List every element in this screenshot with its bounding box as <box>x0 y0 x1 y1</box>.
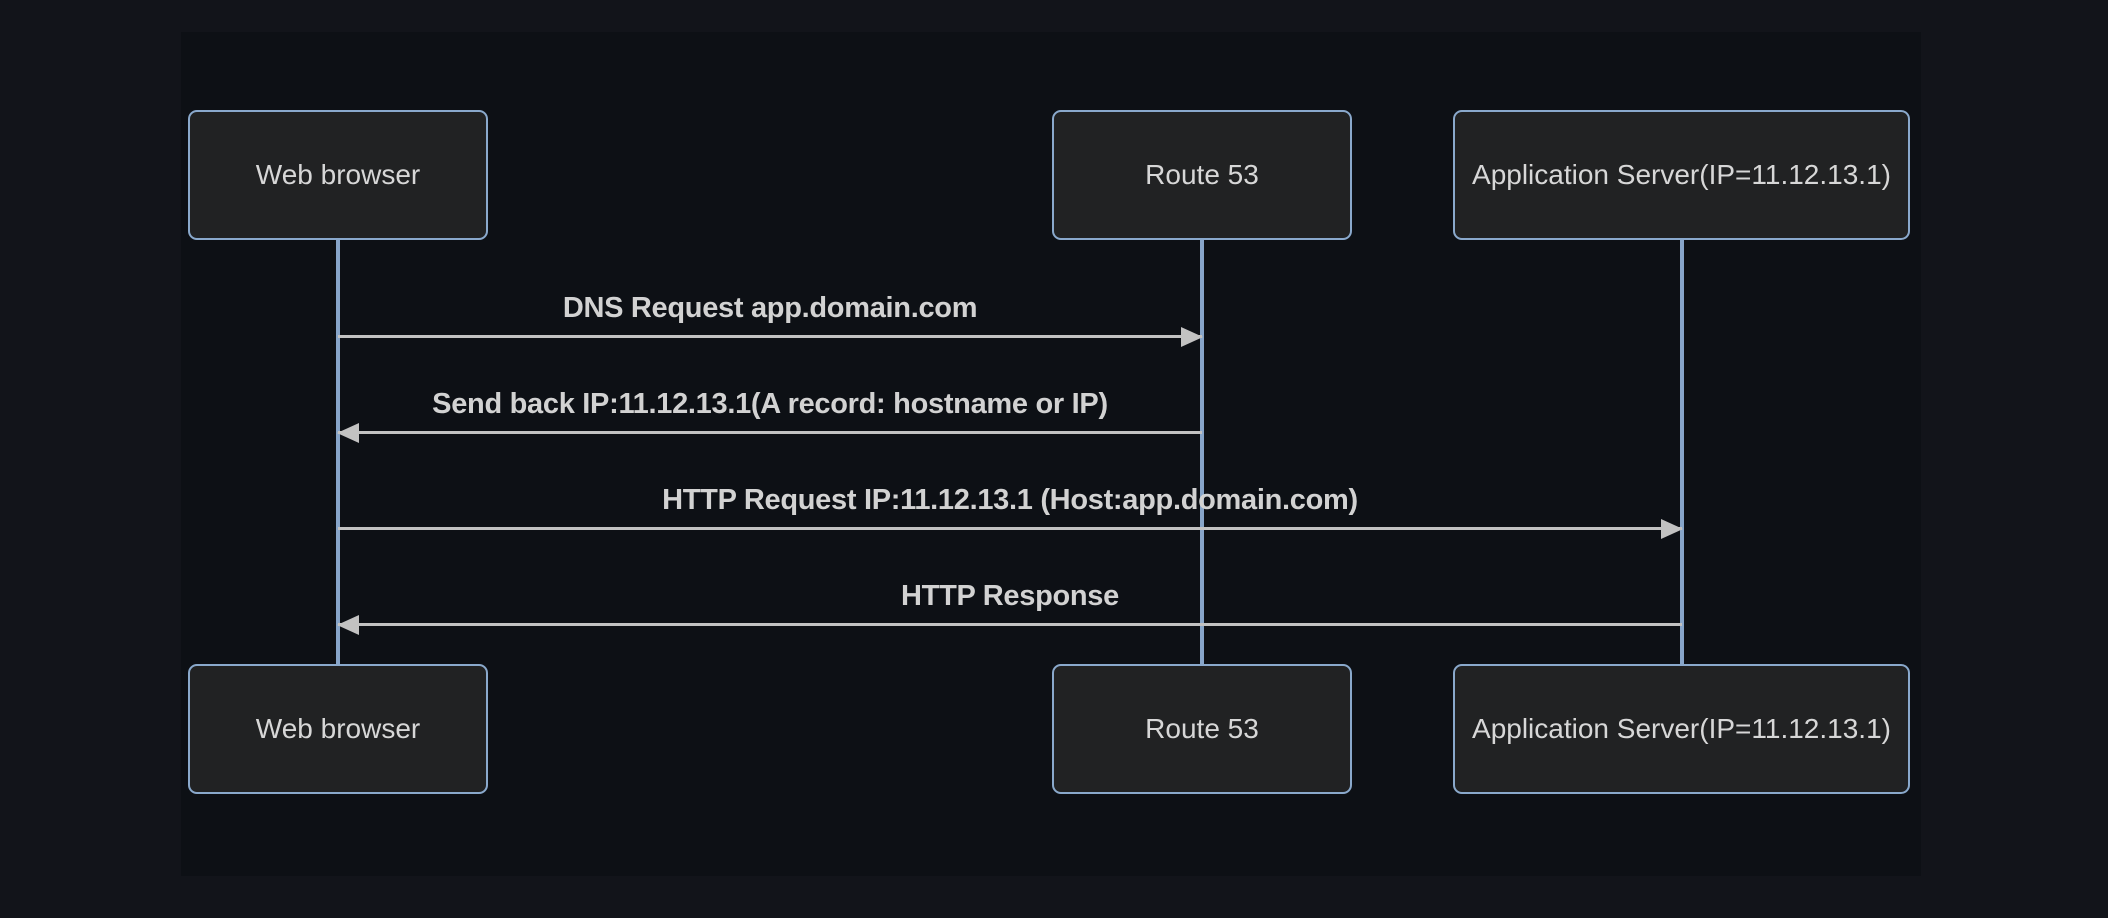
actor-box-web-browser-top: Web browser <box>188 110 488 240</box>
actor-label-route-53-top: Route 53 <box>1145 159 1259 190</box>
arrowhead-right-icon <box>1181 326 1203 347</box>
actor-label-web-browser-bottom: Web browser <box>255 713 421 744</box>
actor-label-application-server-bottom: Application Server(IP=11.12.13.1) <box>1472 713 1891 744</box>
arrowhead-right-icon <box>1661 518 1683 539</box>
message-http-response-label: HTTP Response <box>901 580 1119 612</box>
lifeline-web-browser <box>336 240 340 664</box>
actor-box-web-browser-bottom: Web browser <box>188 664 488 794</box>
message-dns-request-label: DNS Request app.domain.com <box>562 292 978 324</box>
actor-label-web-browser-top: Web browser <box>255 159 421 190</box>
message-http-response-arrow <box>337 614 1682 635</box>
message-send-back-ip-label: Send back IP:11.12.13.1(A record: hostna… <box>432 388 1108 420</box>
lifeline-route-53 <box>1200 240 1204 664</box>
actor-box-route-53-top: Route 53 <box>1052 110 1352 240</box>
actor-label-route-53-bottom: Route 53 <box>1145 713 1259 744</box>
actor-box-application-server-bottom: Application Server(IP=11.12.13.1) <box>1453 664 1910 794</box>
arrowhead-left-icon <box>337 614 359 635</box>
actor-label-application-server-top: Application Server(IP=11.12.13.1) <box>1472 159 1891 190</box>
lifeline-application-server <box>1680 240 1684 664</box>
message-http-request-label: HTTP Request IP:11.12.13.1 (Host:app.dom… <box>662 484 1358 516</box>
message-http-request-arrow <box>338 518 1683 539</box>
actor-box-application-server-top: Application Server(IP=11.12.13.1) <box>1453 110 1910 240</box>
actor-box-route-53-bottom: Route 53 <box>1052 664 1352 794</box>
message-dns-request-arrow <box>338 326 1203 347</box>
message-send-back-ip-arrow <box>337 422 1202 443</box>
arrowhead-left-icon <box>337 422 359 443</box>
